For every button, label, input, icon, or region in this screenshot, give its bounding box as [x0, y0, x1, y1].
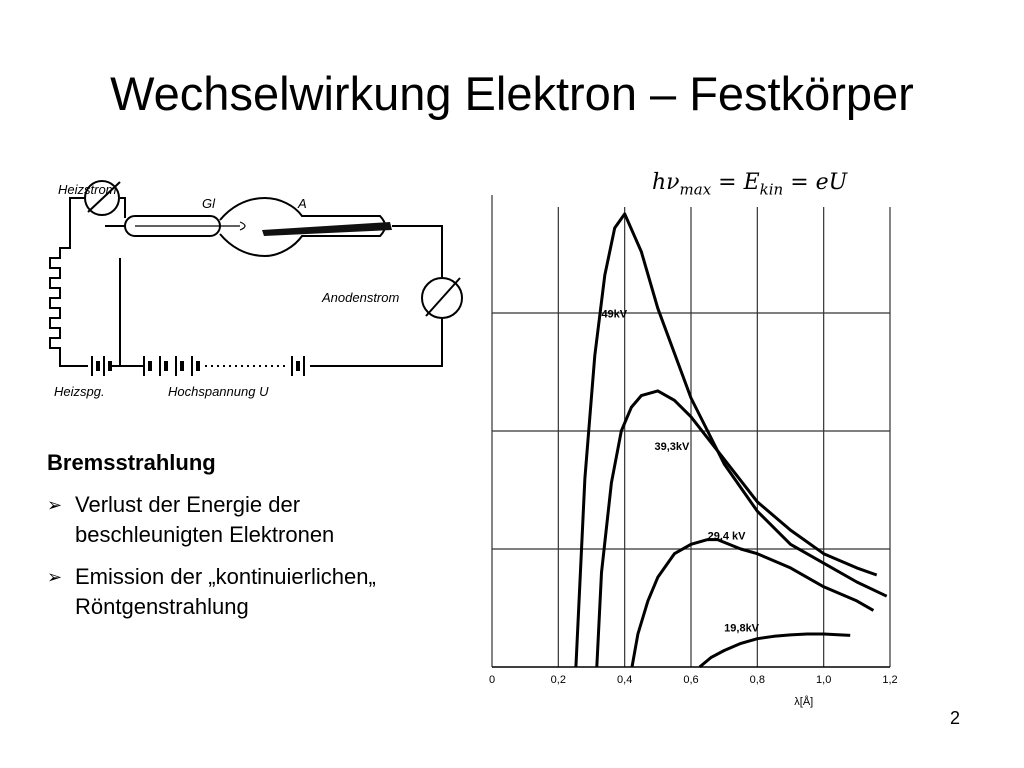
x-tick-label: 1,0 — [816, 674, 831, 686]
series-label: 19,8kV — [724, 623, 760, 635]
series-curve — [698, 632, 851, 669]
series-curve — [595, 389, 878, 668]
page-number: 2 — [950, 708, 961, 728]
arrow-bullet-icon: ➢ — [47, 495, 63, 515]
bullet-line: Emission der „kontinuierlichen„ — [75, 564, 376, 589]
bullet-line: Verlust der Energie der — [75, 492, 301, 517]
heater-rheostat — [49, 233, 71, 363]
slide-title: Wechselwirkung Elektron – Festkörper — [110, 67, 914, 120]
x-tick-label: 0 — [489, 674, 495, 686]
label-heizspg: Heizspg. — [54, 384, 105, 399]
bullet-line: Röntgenstrahlung — [75, 594, 249, 619]
bullet-line: beschleunigten Elektronen — [75, 522, 335, 547]
x-axis-label: λ[Å] — [794, 695, 813, 708]
label-heizstrom: Heizstrom — [58, 182, 117, 197]
arrow-bullet-icon: ➢ — [47, 567, 63, 587]
label-a: A — [297, 196, 307, 211]
x-tick-label: 0,8 — [750, 674, 765, 686]
series-curve — [630, 538, 875, 668]
x-tick-label: 0,6 — [683, 674, 698, 686]
bullet-item: ➢ Emission der „kontinuierlichen„ Röntge… — [47, 562, 487, 622]
formula: hνmax = Ekin = eU — [652, 170, 848, 199]
label-hochspannung: Hochspannung U — [168, 384, 269, 399]
x-tick-label: 0,2 — [551, 674, 566, 686]
series-curve — [574, 212, 888, 668]
heater-ammeter — [84, 180, 121, 216]
series-label: 39,3kV — [655, 441, 691, 453]
bremsstrahlung-spectrum-chart: 0 0,2 0,4 0,6 0,8 1,0 1,2 λ[Å] 49kV 39,3kV 29,4 kV… — [489, 195, 898, 708]
bullet-item: ➢ Verlust der Energie der beschleunigten… — [47, 490, 487, 550]
x-ray-tube-circuit-diagram: Heizstrom Gl A Anodenstrom Heizspg. Hoch… — [49, 180, 463, 399]
battery-cells — [91, 356, 305, 376]
wires — [59, 197, 443, 367]
series-label: 49kV — [601, 309, 627, 321]
label-gl: Gl — [202, 196, 216, 211]
anode — [262, 222, 392, 236]
x-tick-label: 0,4 — [617, 674, 632, 686]
series-label: 29,4 kV — [708, 531, 747, 543]
anode-ammeter — [421, 277, 463, 319]
x-tick-label: 1,2 — [882, 674, 897, 686]
heading-bremsstrahlung: Bremsstrahlung — [47, 450, 216, 475]
bremsstrahlung-text-block: Bremsstrahlung ➢ Verlust der Energie der… — [47, 450, 487, 634]
label-anodenstrom: Anodenstrom — [321, 290, 399, 305]
